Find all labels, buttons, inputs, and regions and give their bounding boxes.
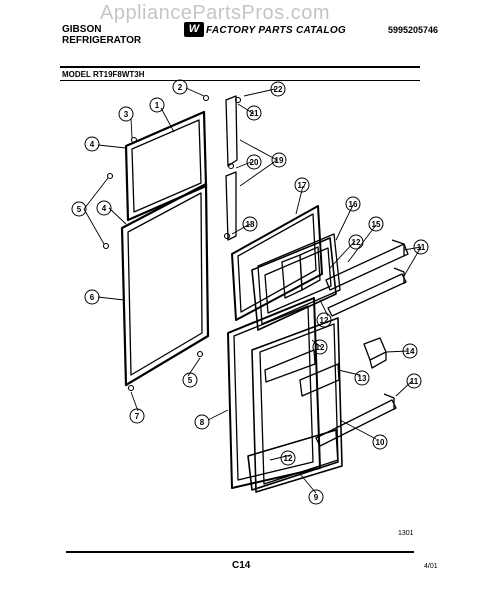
callout-number: 2 [178,83,183,92]
callout-number: 1 [155,101,160,110]
callout-number: 12 [352,238,361,247]
catalog-title: FACTORY PARTS CATALOG [206,25,347,36]
wci-logo: W [184,22,204,37]
callout-number: 9 [314,493,319,502]
hinge-pins [102,94,242,392]
page-number: C14 [232,560,251,571]
callout-number: 5 [77,205,82,214]
model-number: MODEL RT19F8WT3H [62,70,145,79]
callout-number: 7 [135,412,140,421]
catalog-part-number: 5995205746 [388,25,439,35]
callout-number: 13 [358,374,367,383]
callout-leaders [83,87,422,494]
product-type: REFRIGERATOR [62,35,142,46]
door-shelf-middle [327,267,407,317]
callout-labels: 1234455678910111112121212131415161718192… [77,83,426,502]
callout-number: 8 [200,418,205,427]
callout-number: 5 [188,376,193,385]
door-handle-trim [225,95,238,241]
callout-number: 4 [90,140,95,149]
fresh-food-door [247,317,343,493]
callout-number: 6 [90,293,95,302]
callout-circles [71,79,429,505]
fresh-food-door-gasket [120,182,210,387]
revision-date: 4/01 [424,563,438,570]
model-rule [60,80,420,81]
callout-number: 11 [410,377,419,386]
brand-block: GIBSON REFRIGERATOR [62,24,141,46]
callout-number: 12 [316,343,325,352]
callout-number: 16 [349,200,358,209]
watermark: AppliancePartsPros.com [100,2,330,24]
callout-number: 10 [376,438,385,447]
callout-number: 19 [275,156,284,165]
door-shelf-upper [325,239,409,291]
header-rule [60,66,420,68]
callout-number: 20 [250,158,259,167]
callout-number: 12 [284,454,293,463]
freezer-door-liner-gasket [231,205,323,321]
callout-number: 15 [372,220,381,229]
callout-number: 18 [246,220,255,229]
door-shelf-lower [315,393,397,447]
callout-number: 17 [298,181,307,190]
callout-number: 12 [320,316,329,325]
callout-number: 21 [250,109,259,118]
callout-number: 22 [274,85,283,94]
callout-number: 11 [417,243,426,252]
callout-number: 3 [124,110,129,119]
brand-name: GIBSON [62,24,102,35]
footer-rule [66,551,414,553]
shelf-bracket [363,337,387,369]
callout-number: 14 [406,347,415,356]
callout-number: 4 [102,204,107,213]
diagram-code: 1301 [398,530,414,537]
